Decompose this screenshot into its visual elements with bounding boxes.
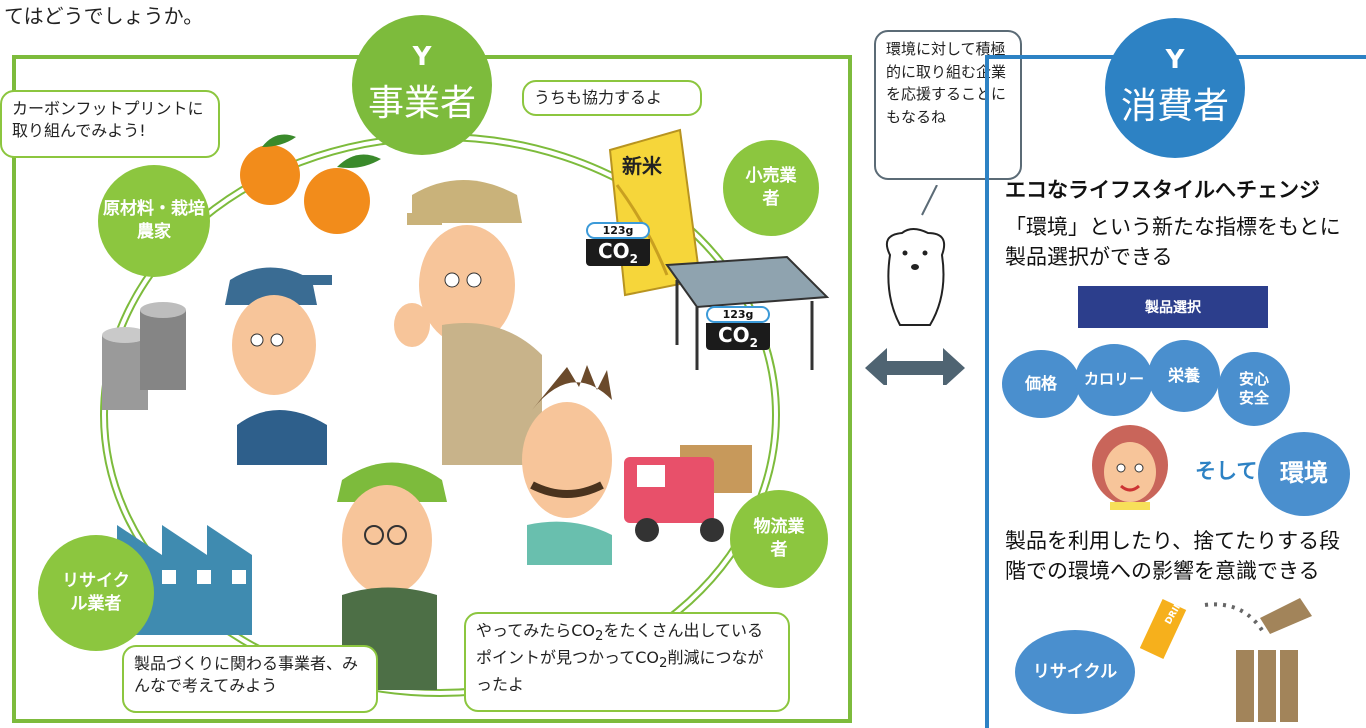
- consumer-woman-figure: [1092, 425, 1168, 510]
- business-title-circle: Y 事業者: [352, 15, 492, 155]
- sprout-icon: Y: [1165, 45, 1185, 75]
- consumer-title: 消費者: [1120, 86, 1229, 127]
- sprout-icon: Y: [412, 42, 432, 72]
- worker-blue-figure: [225, 267, 332, 465]
- orange-icon: [240, 134, 381, 234]
- bubble-cooperate: うちも協力するよ: [522, 80, 702, 116]
- intro-text: てはどうでしょうか。: [4, 4, 204, 28]
- co2-label: CO2: [706, 323, 770, 350]
- criteria-safety: 安心安全: [1218, 352, 1290, 426]
- truck-icon: [624, 445, 752, 542]
- bear-and-arrow-illustration: [865, 185, 965, 385]
- bubble-think-together: 製品づくりに関わる事業者、みんなで考えてみよう: [122, 645, 378, 713]
- consumer-heading: エコなライフスタイルへチェンジ: [1005, 178, 1320, 202]
- rice-bag-label: 新米: [622, 154, 662, 178]
- co2-label: CO2: [586, 239, 650, 266]
- consumer-desc-1: 「環境」という新たな指標をもとに製品選択ができる: [1005, 215, 1341, 270]
- bubble-carbon-footprint: カーボンフットプリントに取り組んでみよう!: [0, 90, 220, 158]
- consumer-title-circle: Y 消費者: [1105, 18, 1245, 158]
- bear-speech-bubble: 環境に対して積極的に取り組む企業を応援することにもなるね: [874, 30, 1022, 180]
- shelf-table-icon: [665, 255, 830, 370]
- drink-carton-icon: [1140, 599, 1187, 659]
- trash-can-icon: [1236, 598, 1312, 722]
- node-retail: 小売業者: [723, 140, 819, 236]
- node-logistics: 物流業者: [730, 490, 828, 588]
- node-recycle: リサイクル業者: [38, 535, 154, 651]
- bubble-co2-found: やってみたらCO2をたくさん出しているポイントが見つかってCO2削減につながった…: [464, 612, 790, 712]
- and-text: そして: [1195, 459, 1258, 483]
- product-selection-box: 製品選択: [1078, 286, 1268, 328]
- co2-tag-rice: 123g CO2: [586, 222, 650, 266]
- business-title: 事業者: [367, 83, 476, 124]
- polar-bear-icon: [886, 228, 946, 326]
- criteria-environment: 環境: [1258, 432, 1350, 516]
- co2-weight: 123g: [586, 222, 650, 239]
- co2-weight: 123g: [706, 306, 770, 323]
- bidirectional-arrow-icon: [865, 348, 965, 385]
- cans-icon: [102, 302, 186, 410]
- logistics-worker-figure: [522, 365, 612, 565]
- node-farmer: 原材料・栽培農家: [98, 165, 210, 277]
- criteria-price: 価格: [1002, 350, 1080, 418]
- dispose-illustration: [1140, 598, 1312, 722]
- recycle-bubble: リサイクル: [1015, 630, 1135, 714]
- worker-beige-figure: [394, 180, 542, 465]
- co2-tag-table: 123g CO2: [706, 306, 770, 350]
- consumer-desc-2: 製品を利用したり、捨てたりする段階での環境への影響を意識できる: [1005, 529, 1341, 584]
- criteria-calorie: カロリー: [1075, 344, 1153, 416]
- criteria-nutrition: 栄養: [1148, 340, 1220, 412]
